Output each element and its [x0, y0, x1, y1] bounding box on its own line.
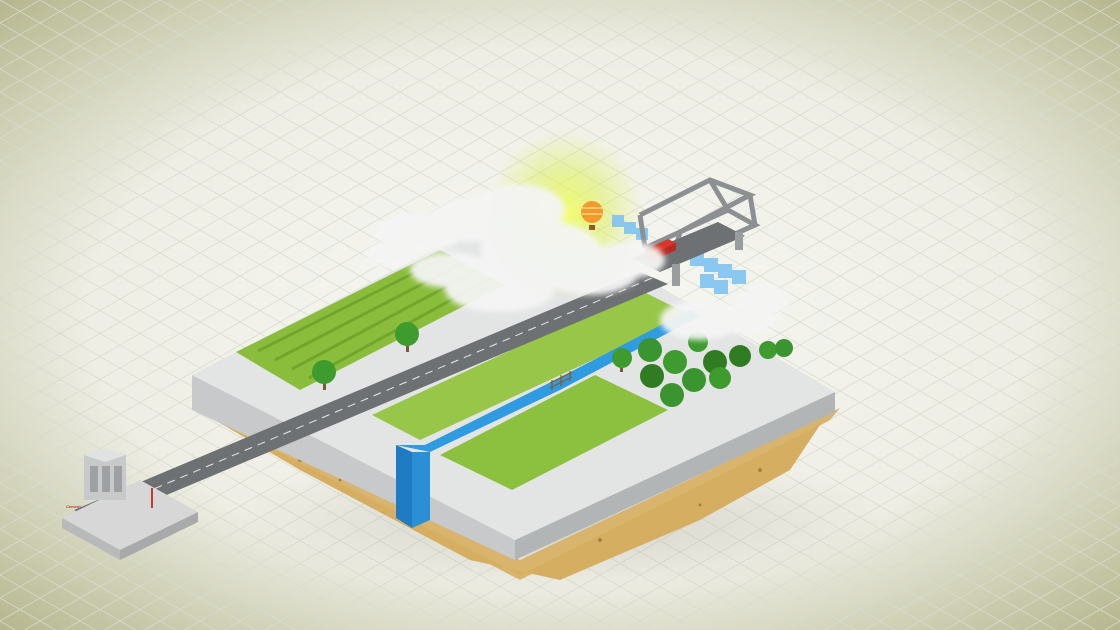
tree — [638, 338, 662, 362]
tree — [312, 360, 336, 390]
tree — [612, 348, 632, 372]
fence — [549, 371, 573, 390]
gate-sign: Cement — [66, 504, 81, 509]
tree — [759, 341, 777, 359]
tree — [640, 364, 664, 388]
hot-air-balloon — [581, 201, 603, 230]
clouds — [365, 184, 790, 340]
waterfall — [396, 445, 412, 528]
island-right-face — [515, 392, 835, 560]
pixel-blocks — [612, 215, 746, 294]
tree — [395, 322, 419, 352]
bridge-pillar — [735, 232, 743, 250]
tree — [729, 345, 751, 367]
river — [396, 310, 700, 528]
tree — [663, 350, 687, 374]
green-strip-middle — [372, 290, 690, 440]
tree — [660, 383, 684, 407]
bridge-pillar — [672, 264, 680, 286]
factory-gate: Cement — [62, 448, 198, 560]
tree — [709, 367, 731, 389]
tree — [775, 339, 793, 357]
grass-meadow — [440, 375, 668, 490]
tree — [682, 368, 706, 392]
road — [74, 272, 668, 523]
island-left-face — [192, 375, 515, 560]
